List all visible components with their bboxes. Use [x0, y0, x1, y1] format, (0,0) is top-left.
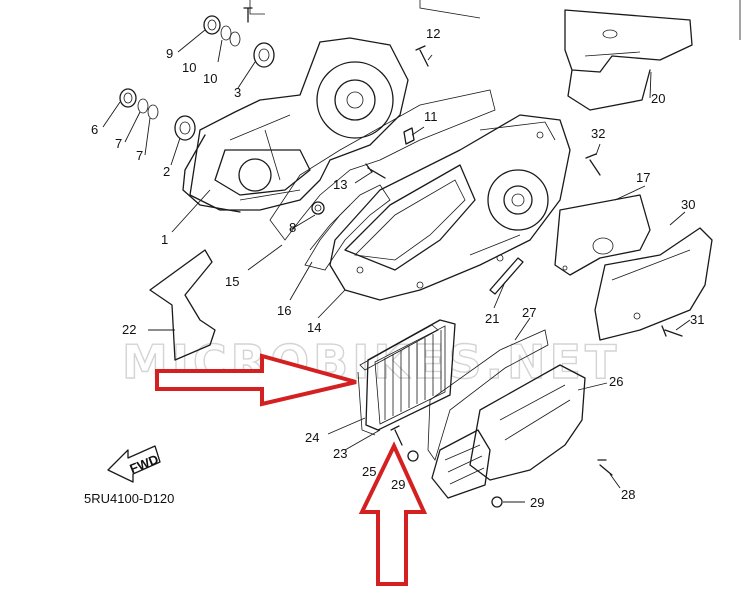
gaskets-15-16: [269, 89, 496, 271]
callout-23: 23: [333, 446, 347, 461]
plate-22: [149, 249, 216, 361]
callout-24: 24: [305, 430, 319, 445]
lower-cover-26: [431, 364, 586, 499]
intake-duct-27: [427, 329, 549, 461]
frame-lines: [249, 0, 741, 40]
callout-20: 20: [651, 91, 665, 106]
callout-9: 9: [166, 46, 173, 61]
callout-7b: 7: [136, 148, 143, 163]
side-cover-30: [594, 227, 713, 341]
side-cover-bracket-20: [564, 9, 693, 111]
red-arrow-screw: [358, 441, 428, 586]
callout-29a: 29: [391, 477, 405, 492]
seals-and-bearings: [119, 15, 325, 215]
callout-22: 22: [122, 322, 136, 337]
callout-12: 12: [426, 26, 440, 41]
bolts: [243, 7, 683, 508]
red-arrow-filter: [155, 353, 357, 407]
leader-lines: [102, 29, 691, 503]
callout-32: 32: [591, 126, 605, 141]
callout-31: 31: [690, 312, 704, 327]
dowel-21: [489, 257, 524, 295]
callout-15: 15: [225, 274, 239, 289]
transmission-case-14: [329, 114, 571, 301]
callout-8: 8: [289, 220, 296, 235]
callout-30: 30: [681, 197, 695, 212]
fwd-arrow-icon: FWD: [107, 445, 161, 483]
callout-16: 16: [277, 303, 291, 318]
callout-10b: 10: [203, 71, 217, 86]
callout-1: 1: [161, 232, 168, 247]
callouts: 9 10 10 3 6 7 7 2 1 12 11 13 8 15 16 14 …: [91, 26, 704, 510]
callout-27: 27: [522, 305, 536, 320]
callout-3: 3: [234, 85, 241, 100]
callout-29b: 29: [530, 495, 544, 510]
callout-21: 21: [485, 311, 499, 326]
callout-26: 26: [609, 374, 623, 389]
callout-17: 17: [636, 170, 650, 185]
side-plate-17: [554, 194, 651, 276]
callout-14: 14: [307, 320, 321, 335]
callout-2: 2: [163, 164, 170, 179]
fwd-label: FWD: [128, 451, 161, 476]
crankcase-cover-1: [182, 37, 409, 213]
callout-6: 6: [91, 122, 98, 137]
callout-11: 11: [424, 109, 438, 124]
callout-28: 28: [621, 487, 635, 502]
diagram-code: 5RU4100-D120: [84, 491, 174, 506]
callout-7a: 7: [115, 136, 122, 151]
callout-13: 13: [333, 177, 347, 192]
air-filter-24: [357, 319, 456, 436]
callout-25: 25: [362, 464, 376, 479]
callout-10a: 10: [182, 60, 196, 75]
